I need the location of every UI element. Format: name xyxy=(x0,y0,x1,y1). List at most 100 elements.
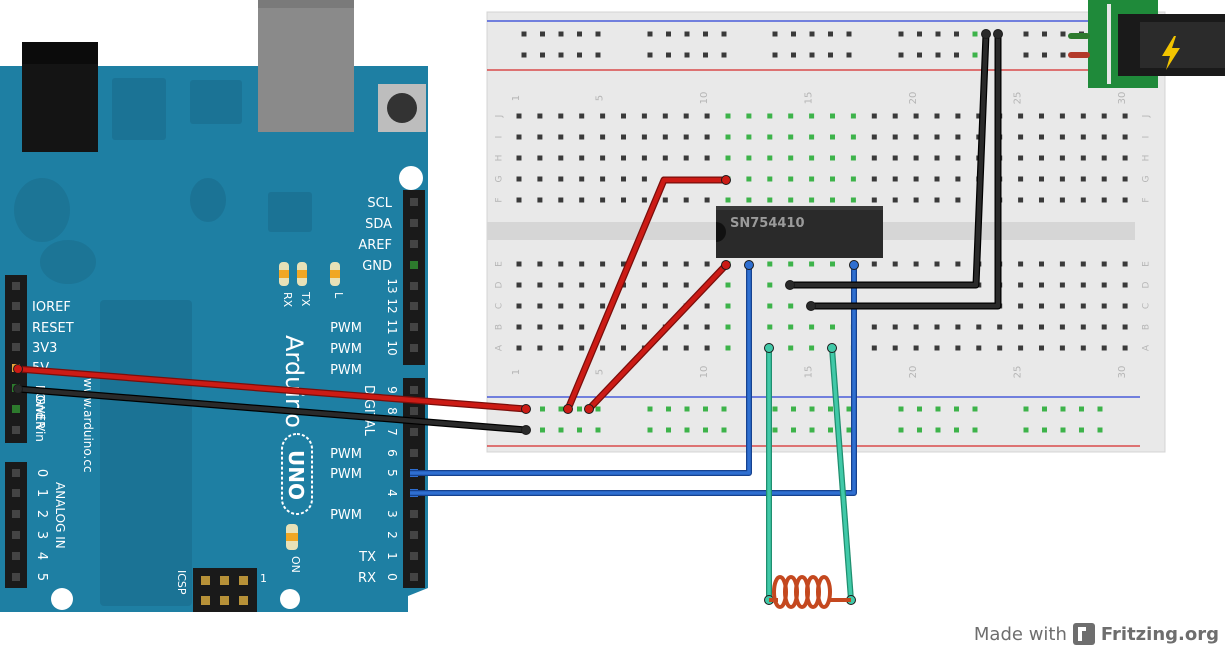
rail-hole xyxy=(558,427,564,433)
wire-end xyxy=(721,175,731,185)
icsp-pin xyxy=(201,596,210,605)
header-pin xyxy=(410,449,418,457)
column-number-top: 25 xyxy=(1013,92,1024,105)
breadboard-hole xyxy=(746,113,752,119)
analog-pin-label: 0 xyxy=(34,469,49,477)
breadboard-hole xyxy=(746,176,752,182)
rail-hole xyxy=(1060,406,1066,412)
header-pin xyxy=(12,323,20,331)
breadboard-hole xyxy=(1039,155,1044,161)
breadboard-hole xyxy=(725,197,731,203)
breadboard-hole xyxy=(830,197,835,203)
rail-hole xyxy=(809,427,815,433)
rail-hole xyxy=(577,52,582,58)
header-pin xyxy=(410,219,418,227)
header-pin xyxy=(12,343,20,351)
wire-end xyxy=(785,280,795,290)
breadboard-hole xyxy=(579,197,585,203)
pwm-label: PWM xyxy=(330,342,362,357)
top-header-label: GND xyxy=(362,259,392,274)
digital-header-bottom xyxy=(403,378,425,588)
led-on-lens xyxy=(286,533,298,541)
breadboard-hole xyxy=(871,176,877,182)
breadboard-hole xyxy=(1101,113,1107,119)
digital-pin-number: 11 xyxy=(385,319,399,334)
rail-hole xyxy=(898,406,904,412)
board-component xyxy=(40,240,96,284)
breadboard-hole xyxy=(934,324,940,330)
breadboard-hole xyxy=(579,324,585,330)
breadboard-hole xyxy=(1059,282,1065,288)
breadboard-hole xyxy=(558,345,564,351)
row-letter-left: A xyxy=(495,344,505,351)
breadboard-hole xyxy=(1018,176,1024,182)
breadboard-hole xyxy=(1039,261,1044,267)
rail-hole xyxy=(1097,427,1103,433)
rail-hole xyxy=(647,52,653,58)
breadboard-hole xyxy=(579,261,585,267)
breadboard-hole xyxy=(579,113,585,119)
breadboard-hole xyxy=(579,345,585,351)
breadboard-hole xyxy=(830,261,835,267)
breadboard-hole xyxy=(683,155,689,161)
analog-pin-label: 2 xyxy=(34,510,49,518)
breadboard-hole xyxy=(892,113,898,119)
rail-hole xyxy=(972,31,978,37)
wire-blue-pin4-core xyxy=(410,265,856,495)
breadboard-hole xyxy=(621,345,626,351)
breadboard-hole xyxy=(767,303,773,309)
mounting-hole xyxy=(280,589,300,609)
breadboard-hole xyxy=(871,197,877,203)
breadboard-hole xyxy=(683,197,689,203)
breadboard-hole xyxy=(662,282,668,288)
breadboard-hole xyxy=(913,176,919,182)
breadboard-hole xyxy=(997,324,1003,330)
breadboard-hole xyxy=(600,303,606,309)
header-pin xyxy=(410,552,418,560)
breadboard-hole xyxy=(788,176,794,182)
rail-hole xyxy=(703,427,708,433)
breadboard-hole xyxy=(955,134,961,140)
icsp-pin xyxy=(239,596,248,605)
rail-hole xyxy=(703,406,708,412)
row-letter-right: J xyxy=(1142,115,1152,119)
column-number-top: 20 xyxy=(908,92,919,105)
digital-pin-number: 1 xyxy=(385,552,399,560)
breadboard-hole xyxy=(955,345,961,351)
analog-group-label: ANALOG IN xyxy=(53,482,67,549)
breadboard-hole xyxy=(1122,134,1128,140)
led-label: RX xyxy=(281,292,294,308)
breadboard-hole xyxy=(1018,113,1024,119)
breadboard-hole xyxy=(871,345,877,351)
microcontroller-chip xyxy=(100,300,192,606)
usb-connector xyxy=(258,0,354,132)
breadboard-hole xyxy=(621,324,626,330)
breadboard-hole xyxy=(516,134,522,140)
rail-hole xyxy=(684,52,690,58)
wire-end xyxy=(806,301,816,311)
breadboard-hole xyxy=(1039,345,1044,351)
reset-button-cap[interactable] xyxy=(387,93,417,123)
board-component xyxy=(268,192,312,232)
rail-hole xyxy=(721,52,727,58)
wires xyxy=(13,29,1003,605)
rail-hole xyxy=(540,427,545,433)
rail-hole xyxy=(846,427,852,433)
breadboard-hole xyxy=(704,134,710,140)
analog-pin-label: 5 xyxy=(34,573,49,581)
breadboard-hole xyxy=(1122,303,1128,309)
breadboard-hole xyxy=(809,197,815,203)
ic-chip: SN754410 xyxy=(716,206,883,258)
breadboard-hole xyxy=(1080,176,1086,182)
breadboard-hole xyxy=(558,197,564,203)
breadboard-hole xyxy=(704,303,710,309)
rail-hole xyxy=(595,427,601,433)
power-jack xyxy=(1068,0,1225,88)
breadboard-hole xyxy=(1122,282,1128,288)
breadboard-hole xyxy=(1059,155,1065,161)
power-jack-lead-bottom xyxy=(1068,52,1090,58)
rail-hole xyxy=(809,52,815,58)
column-number-bottom: 20 xyxy=(908,366,919,379)
footer-brand: Fritzing.org xyxy=(1100,623,1219,645)
